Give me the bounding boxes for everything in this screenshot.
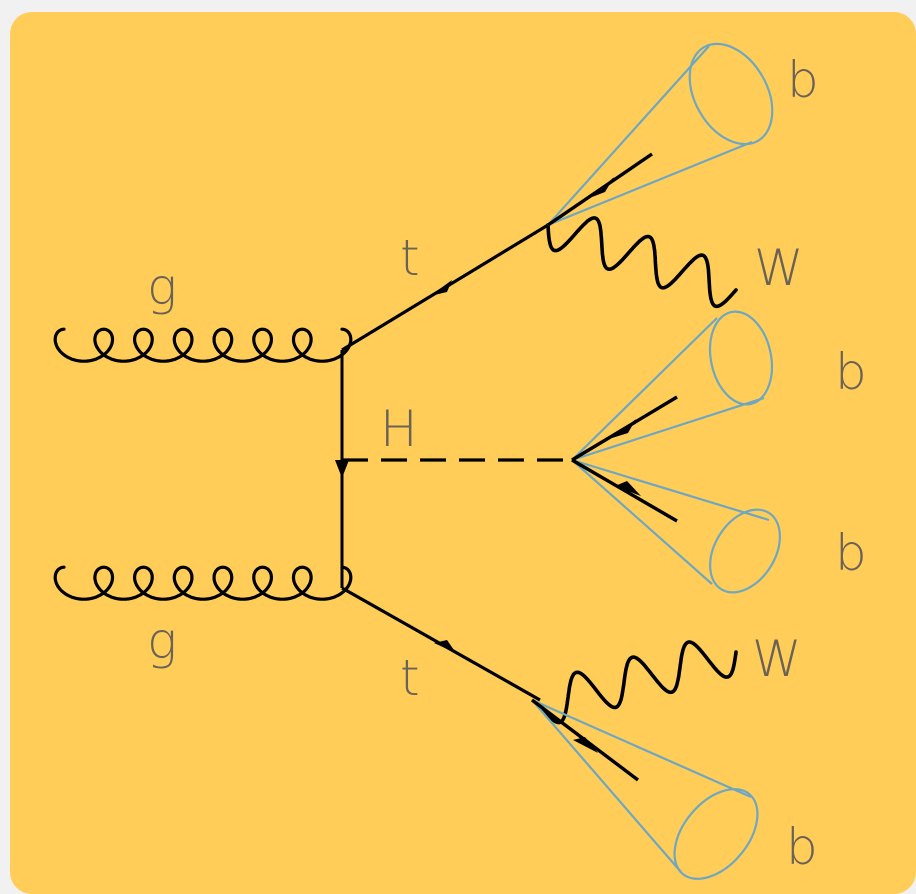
b-quark-line-upper <box>547 152 653 227</box>
b-higgs-2-arrow <box>615 481 641 496</box>
label-w-upper: W <box>754 239 803 297</box>
gluon-line-top <box>53 327 353 363</box>
label-b-lower: b <box>786 818 818 876</box>
b-quark-line-higgs-2 <box>571 458 678 523</box>
label-higgs: H <box>380 400 418 458</box>
label-top-upper: t <box>400 229 420 287</box>
jet-cone-b-upper <box>547 42 774 227</box>
label-w-lower: W <box>752 630 801 688</box>
jet-cone-b-lower <box>531 698 759 880</box>
label-top-lower: t <box>400 649 420 707</box>
gluon-line-bottom <box>53 565 353 601</box>
b-lower-arrow <box>573 737 598 753</box>
top-upper-arrow <box>430 280 452 296</box>
b-upper-arrow <box>592 177 614 197</box>
jet-cone-b-higgs-1 <box>571 310 774 462</box>
label-gluon-top: g <box>147 258 177 316</box>
label-b-upper: b <box>787 51 819 109</box>
propagator-arrow <box>335 460 349 478</box>
w-boson-line-lower <box>538 640 738 725</box>
label-b-higgs-2: b <box>835 524 867 582</box>
label-b-higgs-1: b <box>835 343 867 401</box>
diagram-card <box>10 12 916 894</box>
top-lower-arrow <box>434 640 456 653</box>
label-gluon-bottom: g <box>147 612 177 670</box>
b-higgs-1-arrow <box>612 419 636 438</box>
jet-cone-b-higgs-2 <box>571 458 781 594</box>
w-boson-line-upper <box>546 216 738 309</box>
